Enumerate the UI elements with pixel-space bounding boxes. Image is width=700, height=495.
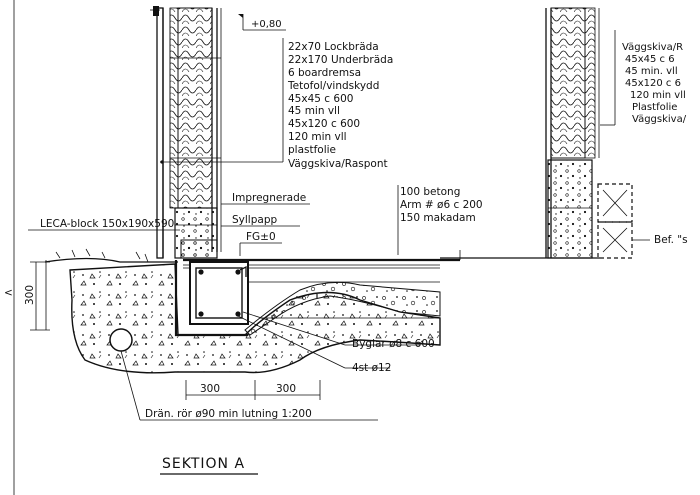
right-layer-120-vll: 120 min vll [630, 90, 686, 101]
right-layer-vaggskiva: Väggskiva/R [622, 42, 683, 53]
leca-label: LECA-block 150x190x590 [40, 218, 174, 230]
page-edge-mark: < [4, 287, 13, 299]
section-title: SEKTION A [162, 456, 245, 472]
wall-layer-vaggskiva: Väggskiva/Raspont [288, 158, 388, 170]
dimension-vertical-300: 300 < [4, 261, 50, 331]
reinforcement-detail: Bef. "s [597, 183, 688, 259]
right-layer-45x120: 45x120 c 6 [625, 78, 681, 89]
wall-layer-45x120: 45x120 c 600 [288, 118, 360, 130]
dim-300-b-label: 300 [276, 383, 296, 395]
right-layer-plastfolie: Plastfolie [632, 102, 677, 113]
drain-annotation: Drän. rör ø90 min lutning 1:200 [120, 350, 378, 421]
right-layer-45-vll: 45 min. vll [625, 66, 678, 77]
wall-layer-leader [160, 38, 284, 164]
right-layer-vaggskiva-2: Väggskiva/ [632, 114, 687, 125]
wall-layer-underbrada: 22x170 Underbräda [288, 54, 393, 66]
dim-300-a-label: 300 [200, 383, 220, 395]
slab-layer-arm: Arm # ø6 c 200 [400, 199, 483, 211]
slab-annotation: 100 betong Arm # ø6 c 200 150 makadam [397, 185, 483, 255]
wall-layer-lockbrada: 22x70 Lockbräda [288, 41, 379, 53]
wall-layer-45x45: 45x45 c 600 [288, 93, 353, 105]
fg0-label: FG±0 [246, 231, 276, 243]
section-title-block: SEKTION A [160, 456, 258, 475]
level-marker-080: +0,80 [238, 14, 286, 31]
syllpapp-label: Syllpapp [232, 214, 277, 226]
slab-layer-betong: 100 betong [400, 186, 460, 198]
wall-layer-boardremsa: 6 boardremsa [288, 67, 361, 79]
wall-layer-120-vll: 120 min vll [288, 131, 347, 143]
left-wall [150, 6, 222, 259]
right-wall [440, 7, 616, 260]
wall-layers-right: Väggskiva/R 45x45 c 6 45 min. vll 45x120… [622, 42, 687, 125]
wall-layer-vindskydd: Tetofol/vindskydd [287, 80, 379, 92]
leca-annotation: LECA-block 150x190x590 [28, 218, 180, 231]
dimension-horizontal-300: 300 300 [185, 380, 321, 400]
sill-annotations: Impregnerade Syllpapp FG±0 [221, 192, 310, 256]
ground-and-foundation [44, 248, 460, 374]
slab-layer-makadam: 150 makadam [400, 212, 476, 224]
dim-300-vertical-label: 300 [24, 285, 36, 305]
right-layer-45x45: 45x45 c 6 [625, 54, 675, 65]
wall-layers-left: 22x70 Lockbräda 22x170 Underbräda 6 boar… [287, 41, 393, 170]
wall-layer-plastfolie: plastfolie [288, 144, 336, 156]
wall-layer-45-vll: 45 min vll [288, 105, 340, 117]
level-080-label: +0,80 [251, 19, 282, 30]
rebar-annotations: Byglar ø8 c 600 4st ø12 [237, 311, 435, 374]
drain-label: Drän. rör ø90 min lutning 1:200 [145, 408, 312, 420]
impregnerade-label: Impregnerade [232, 192, 306, 204]
bars-label: 4st ø12 [352, 362, 391, 374]
byglar-label: Byglar ø8 c 600 [352, 338, 435, 350]
bef-label: Bef. "s [654, 234, 688, 246]
